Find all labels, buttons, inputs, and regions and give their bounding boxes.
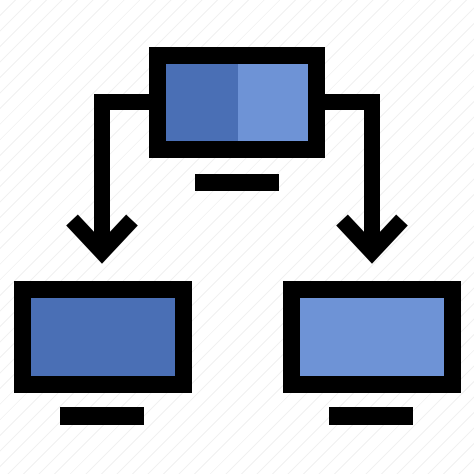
right-monitor-icon (283, 281, 461, 425)
top-monitor-icon (149, 47, 325, 191)
right-arrow-down-icon (336, 214, 408, 264)
connector-lines (94, 94, 380, 250)
left-monitor-stand (60, 407, 144, 425)
right-monitor-screen (300, 298, 444, 376)
left-monitor-icon (14, 281, 192, 425)
left-connector-line (94, 94, 149, 250)
arrow-heads (66, 214, 408, 264)
top-monitor-stand (195, 174, 279, 191)
left-monitor-screen (31, 298, 175, 376)
right-connector-line (325, 94, 380, 250)
top-monitor-screen-right (238, 64, 308, 141)
right-monitor-stand (329, 407, 413, 425)
top-monitor-screen-left (166, 64, 238, 141)
left-arrow-down-icon (66, 214, 138, 264)
